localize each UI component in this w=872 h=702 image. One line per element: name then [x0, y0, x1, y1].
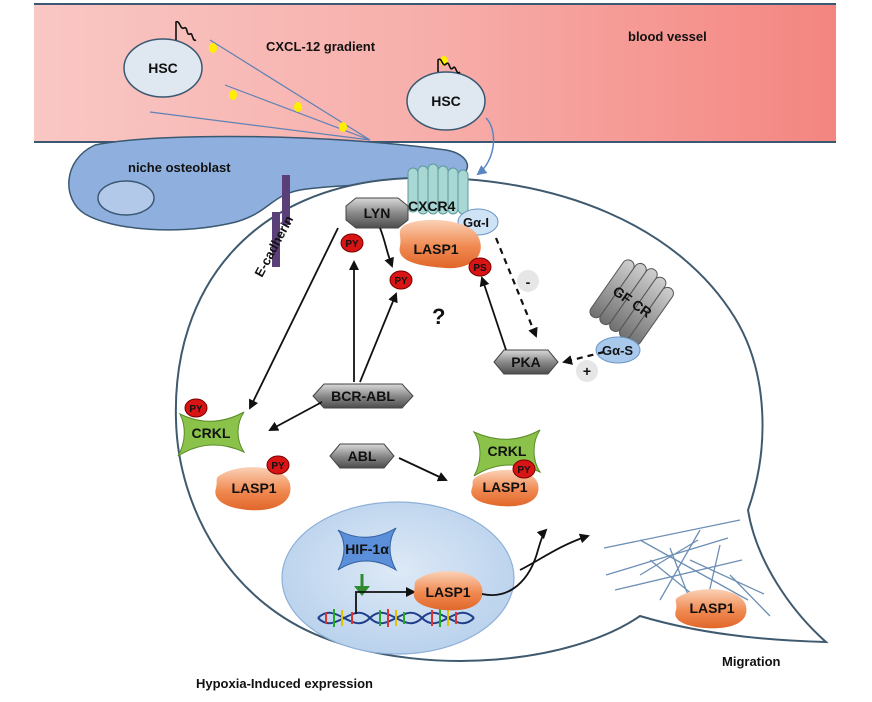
- lasp1-migration: LASP1: [675, 589, 747, 629]
- svg-text:PY: PY: [394, 276, 408, 287]
- g-alpha-s-activates-pka-arrow: [562, 350, 605, 365]
- dna-helix-icon: [317, 609, 475, 627]
- chemokine-dot: [209, 43, 217, 53]
- svg-text:-: -: [526, 274, 531, 290]
- lasp1-nucleus-shape: [413, 571, 483, 611]
- bcr-abl-kinase: BCR-ABL: [312, 383, 414, 409]
- crkl-left: CRKL: [177, 411, 246, 457]
- svg-text:PY: PY: [189, 404, 203, 415]
- abl-to-crkl-arrow: [398, 457, 448, 482]
- lasp1-right-label: LASP1: [482, 479, 527, 495]
- transcription-arrow: [355, 587, 416, 614]
- lasp1-membrane-label: LASP1: [413, 241, 458, 257]
- g-alpha-s: Gα-S: [595, 336, 641, 364]
- g-alpha-s-label: Gα-S: [602, 343, 633, 358]
- nucleus: HIF-1α LASP1: [281, 501, 515, 655]
- chemokine-dot: [339, 122, 347, 132]
- receptor-squiggle-icon: [175, 20, 197, 42]
- cxcr4-receptor: CXCR4: [407, 163, 469, 215]
- niche-osteoblast: niche osteoblast: [68, 135, 469, 231]
- lyn-label: LYN: [364, 205, 391, 221]
- crkl-right-label: CRKL: [488, 443, 527, 459]
- plus-badge: +: [576, 360, 598, 382]
- svg-text:PY: PY: [271, 461, 285, 472]
- niche-osteoblast-label: niche osteoblast: [128, 160, 231, 175]
- lasp1-right: LASP1: [471, 469, 539, 507]
- lasp1-nucleus-label: LASP1: [425, 584, 470, 600]
- lasp1-membrane: LASP1: [399, 219, 481, 269]
- hsc-cell-right: HSC: [406, 58, 486, 131]
- hypoxia-label: Hypoxia-Induced expression: [196, 676, 373, 691]
- lasp1-to-migration-arrow-1: [481, 528, 548, 596]
- hsc-cell-left: HSC: [123, 20, 203, 98]
- svg-text:+: +: [583, 363, 591, 379]
- lyn-kinase: LYN: [345, 197, 409, 229]
- abl-kinase: ABL: [329, 443, 395, 469]
- svg-text:PS: PS: [473, 263, 487, 274]
- dashed-arrows: [494, 237, 605, 365]
- question-mark: ?: [432, 304, 445, 329]
- svg-text:PY: PY: [517, 465, 531, 476]
- hif1a-label: HIF-1α: [345, 541, 389, 557]
- pka-label: PKA: [511, 354, 541, 370]
- hif1a-protein: [337, 527, 398, 572]
- blood-vessel-label: blood vessel: [628, 29, 707, 44]
- ps-badge-lasp1: PS: [468, 257, 492, 277]
- cxcl12-gradient-label: CXCL-12 gradient: [266, 39, 376, 54]
- lasp1-migration-label: LASP1: [689, 600, 734, 616]
- py-badge-crkl-left: PY: [184, 398, 208, 418]
- lyn-to-lasp1-arrow: [379, 227, 394, 268]
- chemokine-dot: [229, 90, 237, 100]
- pka-to-lasp1-arrow: [479, 276, 507, 351]
- abl-label: ABL: [348, 448, 377, 464]
- gfcr-receptor: GF CR: [589, 259, 674, 346]
- py-badge-lasp1-right: PY: [512, 459, 536, 479]
- py-badge-lasp1-left: PY: [266, 455, 290, 475]
- g-alpha-i-label: Gα-I: [463, 215, 489, 230]
- pka-kinase: PKA: [493, 349, 559, 375]
- chemokine-dot: [294, 102, 302, 112]
- cxcr4-label: CXCR4: [408, 198, 456, 214]
- receptor-squiggle-icon: [437, 58, 461, 74]
- lasp1-left-label: LASP1: [231, 480, 276, 496]
- crkl-left-label: CRKL: [192, 425, 231, 441]
- migration-label: Migration: [722, 654, 781, 669]
- hsc-right-label: HSC: [431, 93, 461, 109]
- py-badge-lyn: PY: [340, 233, 364, 253]
- bcr-abl-to-crkl-arrow: [268, 401, 323, 431]
- lasp1-to-migration-arrow-2: [519, 533, 590, 571]
- lyn-to-crkl-arrow: [249, 227, 339, 410]
- minus-badge: -: [517, 270, 539, 292]
- homing-arrow: [476, 117, 495, 176]
- signaling-arrows: [249, 227, 590, 596]
- lasp1-left: LASP1: [215, 467, 291, 511]
- svg-text:PY: PY: [345, 239, 359, 250]
- py-badge-lasp1: PY: [389, 270, 413, 290]
- bcr-abl-to-lasp1-arrow: [359, 292, 398, 383]
- osteoblast-nucleus: [97, 180, 155, 216]
- g-alpha-i-inhibits-pka-arrow: [494, 237, 538, 338]
- hsc-left-label: HSC: [148, 60, 178, 76]
- bcr-abl-label: BCR-ABL: [331, 388, 395, 404]
- green-arrowhead-icon: [354, 586, 370, 596]
